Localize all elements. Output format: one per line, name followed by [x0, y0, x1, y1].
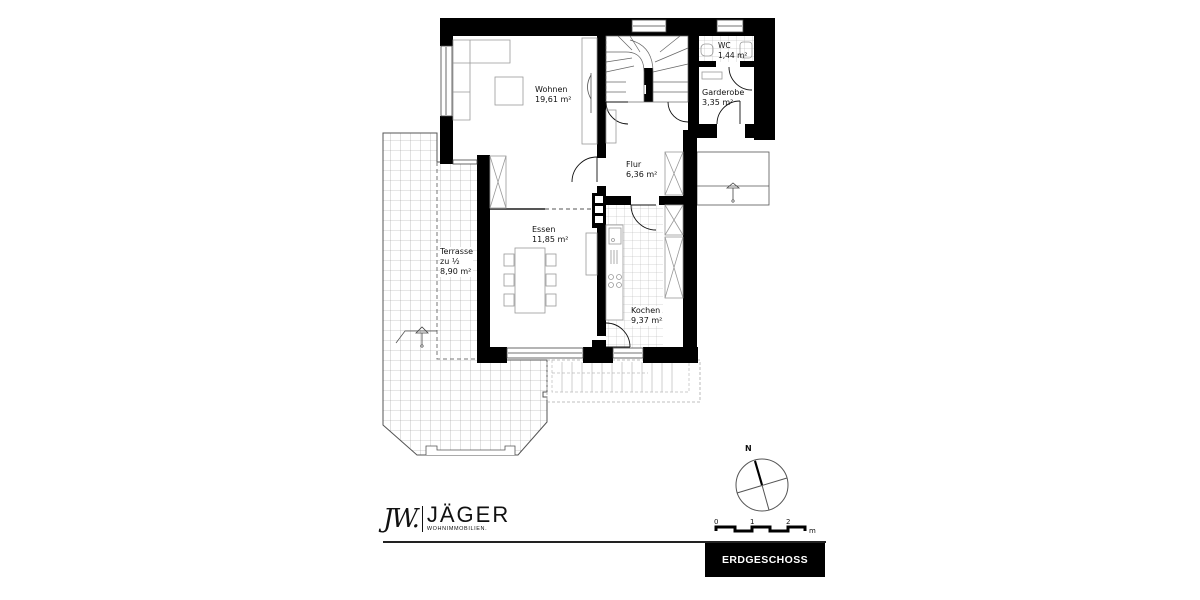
room-name: WC [718, 41, 731, 50]
compass-icon [735, 458, 789, 512]
room-name: Garderobe [702, 88, 745, 97]
room-area: 3,35 m² [702, 98, 734, 107]
brand-divider [421, 505, 423, 532]
room-area: 19,61 m² [535, 95, 572, 104]
room-garderobe: Garderobe 3,35 m² [702, 88, 744, 108]
furniture [452, 37, 753, 321]
room-area: 1,44 m² [718, 51, 748, 60]
room-area: 6,36 m² [626, 170, 658, 179]
entrance-landing [696, 151, 770, 206]
windows [440, 19, 744, 359]
north-label: N [745, 444, 752, 453]
scale-unit: m [809, 527, 816, 535]
scale-tick-2: 2 [786, 518, 791, 526]
room-note: zu ½ [440, 257, 460, 266]
room-wc: WC 1,44 m² [718, 41, 747, 61]
brand-logo: JW. JÄGER WOHNIMMOBILIEN. [383, 504, 510, 533]
brand-subtitle: WOHNIMMOBILIEN. [426, 526, 488, 532]
room-flur: Flur 6,36 m² [626, 160, 657, 180]
scale-bar [714, 525, 807, 533]
room-area: 9,37 m² [631, 316, 663, 325]
doors [571, 66, 753, 348]
brand-text: JÄGER WOHNIMMOBILIEN. [427, 504, 510, 533]
room-name: Wohnen [535, 85, 568, 94]
room-name: Flur [626, 160, 642, 169]
room-area: 11,85 m² [532, 235, 569, 244]
south-steps [546, 359, 701, 403]
floor-name-tag: ERDGESCHOSS [705, 543, 825, 577]
brand-mark: JW. [383, 503, 420, 534]
room-essen: Essen 11,85 m² [532, 225, 568, 245]
room-name: Terrasse [440, 247, 474, 256]
staircase [605, 35, 689, 103]
room-terrasse: Terrasse zu ½ 8,90 m² [440, 247, 474, 277]
scale-tick-1: 1 [750, 518, 755, 526]
scale-tick-0: 0 [714, 518, 719, 526]
walls [440, 18, 775, 363]
room-name: Kochen [631, 306, 661, 315]
chimney [592, 193, 606, 228]
stair-arrow-icon [395, 326, 437, 348]
footer-divider [383, 541, 826, 543]
room-name: Essen [532, 225, 556, 234]
room-area: 8,90 m² [440, 267, 472, 276]
room-kochen: Kochen 9,37 m² [631, 306, 663, 326]
room-wohnen: Wohnen 19,61 m² [535, 85, 571, 105]
brand-name: JÄGER [426, 502, 511, 527]
terrace [382, 132, 548, 456]
